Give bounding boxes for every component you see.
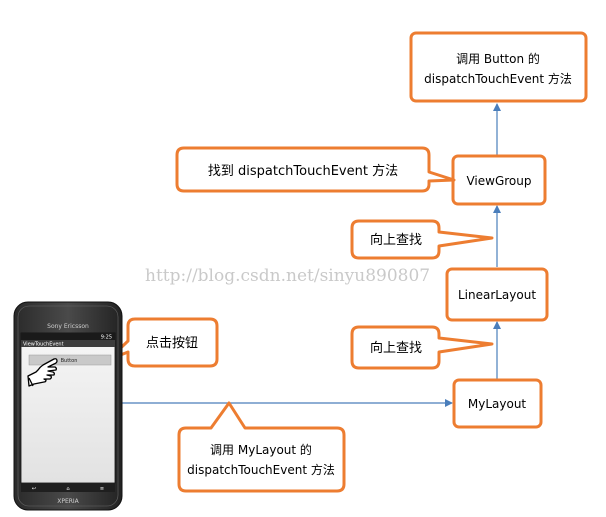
- pointing-hand-icon: [27, 358, 58, 387]
- callout-call-mylayout-line1: 调用 MyLayout 的: [210, 442, 312, 457]
- node-viewgroup: ViewGroup: [451, 154, 547, 206]
- phone-brand: Sony Ericsson: [47, 323, 89, 330]
- callout-click-button-text: 点击按钮: [146, 336, 198, 351]
- node-mylayout: MyLayout: [452, 378, 543, 429]
- menu-icon: ≡: [100, 486, 104, 492]
- phone-screen-button: [28, 354, 112, 366]
- callout-click-button: 点击按钮: [106, 317, 219, 368]
- phone-screen-button-label: Button: [61, 358, 78, 364]
- callout-search-up-1: 向上查找: [350, 219, 494, 260]
- phone-app-title: ViewTouchEvent: [23, 342, 64, 348]
- back-icon: ↩: [32, 486, 36, 492]
- node-button-dispatch: 调用 Button 的 dispatchTouchEvent 方法: [409, 31, 588, 103]
- phone-title-bar: [21, 340, 115, 347]
- phone-model: XPERIA: [57, 498, 79, 505]
- callout-call-mylayout: 调用 MyLayout 的 dispatchTouchEvent 方法: [177, 401, 346, 493]
- callout-search-up-1-text: 向上查找: [370, 232, 422, 248]
- phone-status-time: 9:25: [101, 335, 112, 341]
- phone-illustration: Sony Ericsson 9:25 ViewTouchEvent Button…: [13, 301, 123, 511]
- node-linearlayout-label: LinearLayout: [458, 288, 536, 302]
- phone-status-bar: [21, 333, 115, 340]
- node-viewgroup-label: ViewGroup: [466, 174, 531, 188]
- node-linearlayout: LinearLayout: [445, 267, 549, 322]
- node-mylayout-label: MyLayout: [468, 397, 527, 411]
- callout-find-dispatch-text: 找到 dispatchTouchEvent 方法: [208, 163, 398, 179]
- phone-nav-bar: [21, 483, 115, 492]
- watermark-text: http://blog.csdn.net/sinyu890807: [145, 266, 430, 286]
- callout-search-up-2: 向上查找: [350, 325, 494, 370]
- node-button-dispatch-line1: 调用 Button 的: [456, 51, 540, 66]
- node-button-dispatch-line2: dispatchTouchEvent 方法: [424, 71, 572, 86]
- callout-find-dispatch: 找到 dispatchTouchEvent 方法: [175, 146, 456, 193]
- home-icon: ⌂: [66, 486, 69, 492]
- callout-search-up-2-text: 向上查找: [370, 340, 422, 356]
- callout-call-mylayout-line2: dispatchTouchEvent 方法: [187, 462, 335, 477]
